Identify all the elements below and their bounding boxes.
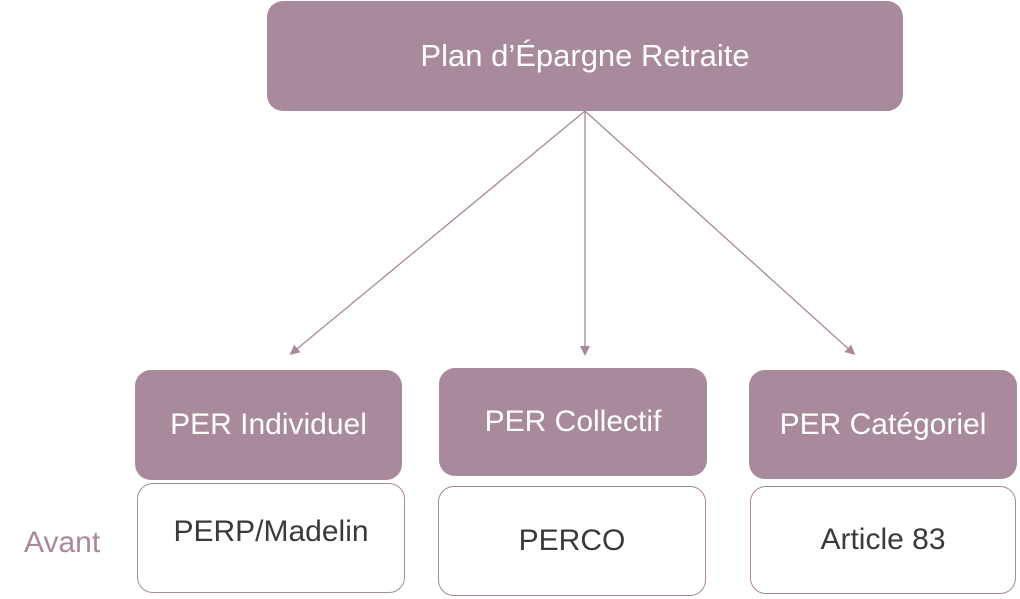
category-node-label: PER Collectif [484,405,662,438]
previous-node-categoriel: Article 83 [750,486,1016,594]
root-node: Plan d’Épargne Retraite [267,1,903,111]
connector-categoriel [584,110,856,356]
root-node-label: Plan d’Épargne Retraite [420,38,750,73]
previous-node-label: Article 83 [820,523,946,556]
category-node-label: PER Catégoriel [779,407,987,441]
previous-node-collectif: PERCO [438,486,706,596]
row-label-avant: Avant [24,526,101,559]
connector-individuel [289,110,586,355]
category-node-categoriel: PER Catégoriel [749,370,1017,479]
category-node-label: PER Individuel [170,408,367,441]
previous-node-label: PERCO [518,524,626,557]
category-node-individuel: PER Individuel [135,370,402,480]
previous-node-label: PERP/Madelin [173,515,369,548]
category-node-collectif: PER Collectif [439,368,707,476]
previous-node-individuel: PERP/Madelin [137,483,405,593]
